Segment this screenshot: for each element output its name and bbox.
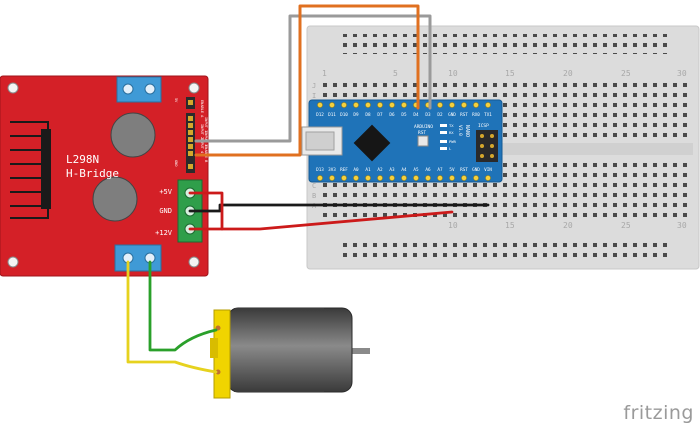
- nano-version-label: V3.0: [457, 125, 463, 136]
- nano-pin-label: GND: [472, 167, 480, 173]
- nano-pin-label: A0: [353, 167, 359, 173]
- hbridge-heatsink: [10, 121, 51, 219]
- nano-model-label: NANO: [464, 125, 470, 137]
- nano-pin-label: A2: [377, 167, 383, 173]
- nano-pin-label: D3: [425, 112, 431, 118]
- nano-pin-label: A7: [437, 167, 443, 173]
- nano-pin-label: D8: [365, 112, 371, 118]
- hbridge-header-label: INPUT 1: [204, 117, 208, 132]
- l298n-h-bridge: L298N H-Bridge +5V GND +12V: [0, 75, 209, 277]
- breadboard-column-number: 25: [621, 69, 631, 78]
- nano-pin-label: A3: [389, 167, 395, 173]
- nano-reset-label: RST: [418, 130, 426, 136]
- breadboard-column-number: 15: [505, 69, 515, 78]
- breadboard-column-number: 1: [322, 69, 327, 78]
- hbridge-pcb: [0, 75, 209, 277]
- nano-pin-label: D12: [316, 112, 324, 118]
- nano-pin-label: 3V3: [328, 167, 336, 173]
- nano-pin-label: D10: [340, 112, 348, 118]
- nano-pin-label: RST: [460, 112, 468, 118]
- breadboard-row-letter: I: [312, 92, 316, 100]
- breadboard-column-number: 25: [621, 221, 631, 230]
- nano-pin-label: D6: [389, 112, 395, 118]
- breadboard-row-letter: C: [312, 182, 316, 190]
- nano-pin-label: 5V: [449, 167, 455, 173]
- hbridge-header-label: ENABLE A: [200, 100, 204, 118]
- nano-led-label: PWR: [449, 139, 457, 144]
- breadboard-column-number: 20: [563, 221, 573, 230]
- nano-pin-label: REF: [340, 167, 348, 173]
- nano-pin-label: D7: [377, 112, 383, 118]
- nano-pin-label: A5: [413, 167, 419, 173]
- dc-motor: [210, 307, 370, 399]
- hbridge-title: L298N: [66, 153, 99, 166]
- wire-gray: [194, 14, 432, 143]
- nano-pin-label: A1: [365, 167, 371, 173]
- breadboard-column-number: 5: [393, 69, 398, 78]
- motor-shaft: [340, 348, 370, 354]
- nano-pin-label: D2: [437, 112, 443, 118]
- nano-pin-label: D11: [328, 112, 336, 118]
- wire-red-12v: [188, 210, 454, 231]
- hbridge-power-label: GND: [159, 207, 172, 215]
- hbridge-header-label: GND: [174, 160, 178, 167]
- nano-pin-label: GND: [448, 112, 456, 118]
- wire-green: [148, 260, 218, 352]
- nano-pin-label: VIN: [484, 167, 492, 173]
- nano-led-label: L: [449, 146, 452, 151]
- nano-pin-label: A4: [401, 167, 407, 173]
- nano-pin-label: RST: [460, 167, 468, 173]
- hbridge-header-label: 5V: [174, 98, 178, 103]
- hbridge-power-label: +12V: [155, 229, 173, 237]
- nano-icsp-header: [476, 130, 498, 162]
- breadboard-column-number: 10: [448, 221, 458, 230]
- nano-pin-label: TX1: [484, 112, 492, 118]
- hbridge-capacitor: [110, 112, 156, 158]
- breadboard-column-number: 20: [563, 69, 573, 78]
- hbridge-power-label: +5V: [159, 188, 172, 196]
- breadboard-column-number: 30: [677, 69, 687, 78]
- fritzing-brand: fritzing: [623, 402, 694, 424]
- nano-pin-label: RX0: [472, 112, 480, 118]
- nano-led-label: RX: [449, 130, 454, 135]
- nano-pin-label: D13: [316, 167, 324, 173]
- hbridge-side-header: [186, 97, 195, 173]
- nano-reset-button: [417, 135, 429, 147]
- nano-led-label: TX: [449, 123, 454, 128]
- breadboard-column-number: 15: [505, 221, 515, 230]
- breadboard-column-number: 30: [677, 221, 687, 230]
- hbridge-header-label: INPUT 4: [200, 138, 204, 153]
- hbridge-header-label: INPUT 3: [204, 131, 208, 146]
- nano-pin-label: A6: [425, 167, 431, 173]
- nano-pin-label: D4: [413, 112, 419, 118]
- nano-pin-label: D9: [353, 112, 359, 118]
- hbridge-capacitor: [92, 176, 138, 222]
- nano-pin-label: D5: [401, 112, 407, 118]
- arduino-nano: D12 D11 D10 D9 D8 D7 D6 D5 D4 D3 D2 GND …: [301, 99, 503, 183]
- wire-yellow: [126, 260, 218, 374]
- wire-orange: [194, 4, 420, 157]
- breadboard-row-letter: B: [312, 192, 316, 200]
- hbridge-subtitle: H-Bridge: [66, 167, 119, 180]
- nano-board-label: ARDUINO: [414, 124, 433, 130]
- wire-red-5v: [188, 191, 224, 231]
- hbridge-terminal-bottom: [114, 244, 162, 272]
- wires: [126, 4, 490, 374]
- hbridge-header-label: INPUT 2: [200, 124, 204, 139]
- nano-icsp-label: ICSP: [478, 123, 489, 129]
- breadboard-row-letter: J: [312, 82, 316, 90]
- nano-mcu-chip: [353, 124, 391, 162]
- hbridge-terminal-top: [116, 76, 162, 103]
- nano-status-leds: [440, 124, 447, 150]
- wire-black: [188, 203, 490, 213]
- breadboard-column-number: 10: [448, 69, 458, 78]
